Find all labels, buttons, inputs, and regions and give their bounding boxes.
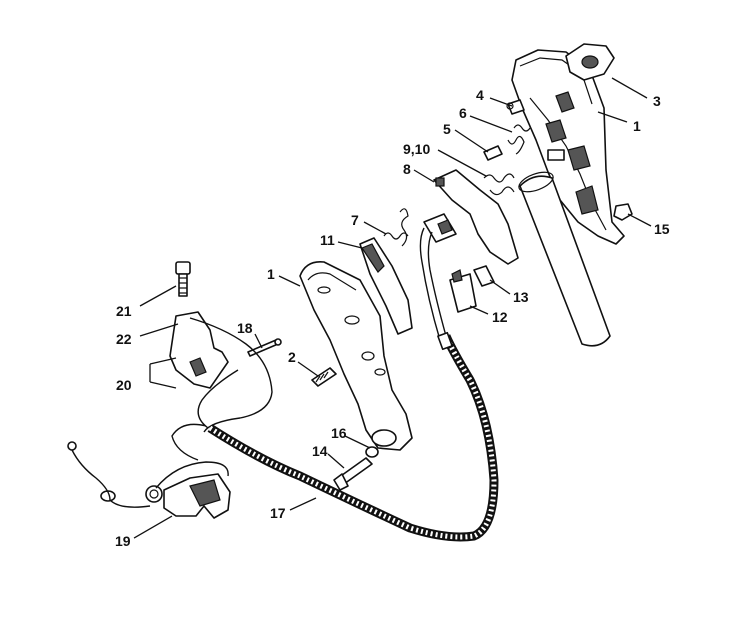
switch-part-19: [163, 473, 231, 519]
callout-12: 12: [492, 309, 508, 325]
callout-14: 14: [312, 443, 328, 459]
callout-19: 19: [115, 533, 131, 549]
callout-6: 6: [459, 105, 467, 121]
spring-part-6: [507, 124, 531, 155]
spring-part-7: [383, 208, 409, 247]
nut-part-15: [613, 203, 633, 221]
callout-7: 7: [351, 212, 359, 228]
callout-1-center: 1: [267, 266, 275, 282]
plate-part-12: [449, 269, 477, 313]
callout-labels: 1 3 4 6 5 9,10 8 15 7 11 1 13 12 21 22 1…: [115, 87, 670, 549]
throttle-trigger-part-8: [433, 169, 519, 265]
cable-ferrule: [437, 331, 453, 351]
tube: [518, 171, 611, 347]
callout-22: 22: [116, 331, 132, 347]
screw-part-14: [333, 457, 373, 491]
wire-harness: [71, 317, 273, 508]
plate-part-13: [473, 265, 495, 287]
connector-block: [423, 213, 457, 243]
callout-13: 13: [513, 289, 529, 305]
callout-11: 11: [320, 232, 335, 248]
lever-part-11: [359, 237, 413, 335]
screw-part-5: [483, 145, 503, 161]
callout-5: 5: [443, 121, 451, 137]
callout-21: 21: [116, 303, 132, 319]
throttle-cable-coils: [208, 335, 497, 540]
callout-1-upper: 1: [633, 118, 641, 134]
callout-leaders: [133, 77, 652, 539]
handle-housing-upper: [511, 49, 625, 245]
callout-18: 18: [237, 320, 253, 336]
cable-inner-wire: [419, 227, 447, 341]
callout-9-10: 9,10: [403, 141, 430, 157]
pin-part-18: [247, 338, 282, 357]
screw-part-2: [311, 367, 337, 387]
screw-part-21: [175, 261, 191, 297]
switch-bracket-part-20: [169, 311, 229, 389]
callout-3: 3: [653, 93, 661, 109]
knob-part-3: [565, 43, 615, 81]
callout-2: 2: [288, 349, 296, 365]
callout-4: 4: [476, 87, 484, 103]
handle-housing-lower: [299, 260, 413, 451]
washer-part-16: [365, 446, 379, 458]
clip-part-4: [506, 99, 525, 115]
grommet: [145, 485, 163, 503]
callout-15: 15: [654, 221, 670, 237]
callout-16: 16: [331, 425, 347, 441]
callout-17: 17: [270, 505, 286, 521]
callout-20: 20: [116, 377, 132, 393]
torsion-spring-part-9-10: [483, 173, 515, 196]
callout-8: 8: [403, 161, 411, 177]
